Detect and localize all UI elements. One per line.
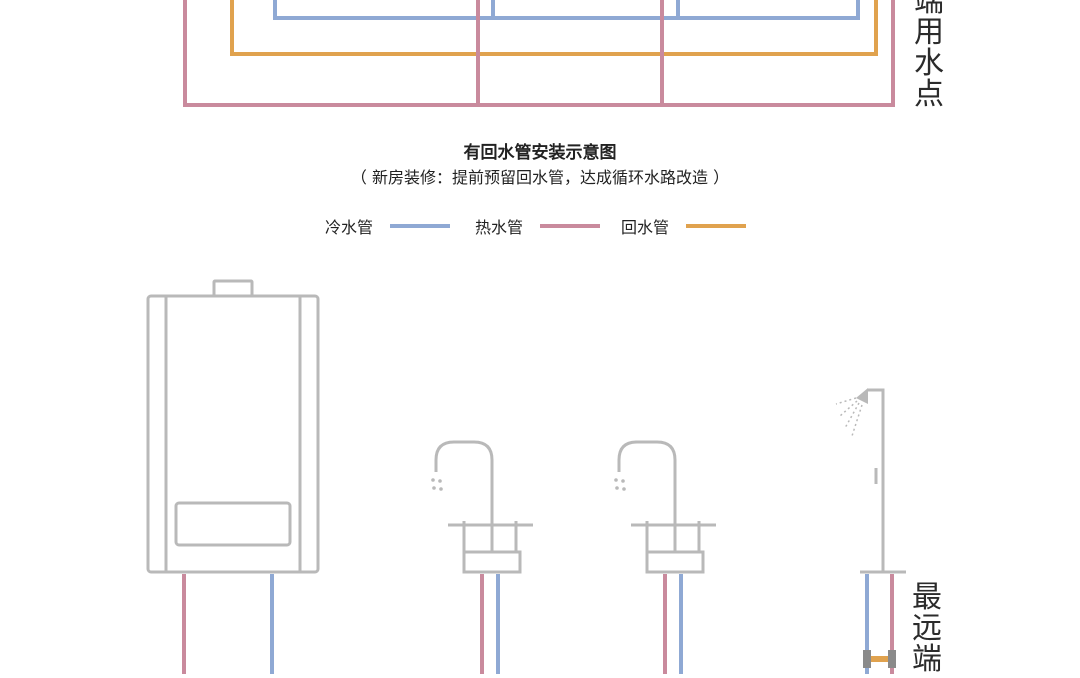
top-label-char: 端 — [914, 0, 944, 19]
diagram-subtitle: （ 新房装修：提前预留回水管，达成循环水路改造 ） — [350, 168, 730, 187]
faucet-icon-1 — [434, 440, 533, 574]
bottom-label-char: 端 — [912, 642, 942, 677]
shower-icon — [860, 388, 906, 574]
bottom-label-farthest-end: 最 远 端 — [910, 582, 944, 675]
shower-spray-icon — [835, 397, 863, 437]
diagram-title: 有回水管安装示意图 — [463, 143, 617, 163]
top-label-char: 用 — [914, 15, 944, 50]
water-drops-icon-1 — [431, 478, 443, 491]
check-valve-icon — [863, 650, 896, 668]
bottom-label-char: 最 — [912, 580, 942, 615]
legend-label-hot: 热水管 — [475, 218, 524, 237]
top-schematic — [183, 0, 895, 107]
cold-pipe-top — [273, 0, 860, 20]
faucet-icon-2 — [617, 440, 716, 574]
top-label-char: 水 — [914, 46, 944, 81]
bottom-label-char: 远 — [912, 611, 942, 646]
water-heater-icon — [146, 279, 320, 574]
legend-label-return: 回水管 — [621, 218, 670, 237]
water-drops-icon-2 — [614, 478, 626, 491]
shower-head-icon — [856, 388, 868, 404]
top-label-char: 点 — [914, 77, 944, 112]
hot-pipe-top — [183, 0, 895, 107]
top-label-end-use-point: 端 用 水 点 — [912, 0, 946, 110]
return-pipe-top — [230, 0, 878, 56]
legend-label-cold: 冷水管 — [325, 218, 374, 237]
